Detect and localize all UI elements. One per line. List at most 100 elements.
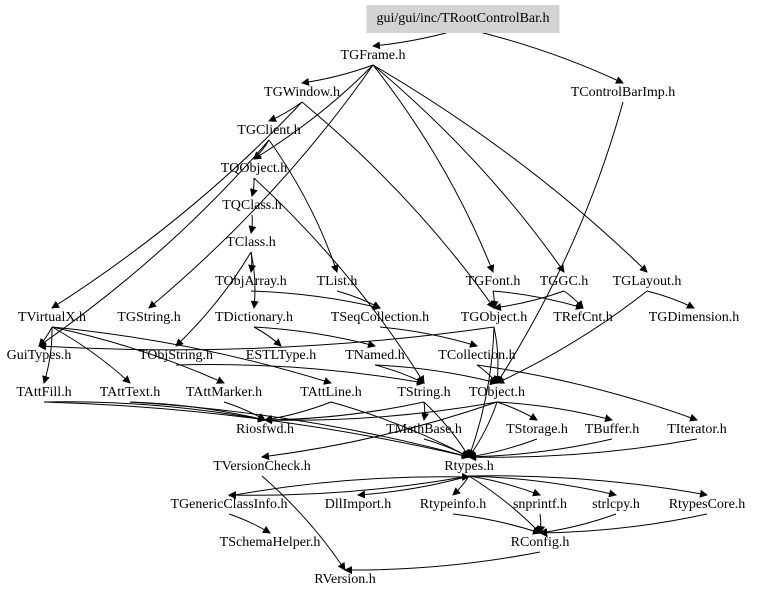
node-tmathbase-h[interactable]: TMathBase.h (386, 422, 462, 437)
edge-tgenericclassinfo-h-to-rtypes-h (228, 472, 470, 497)
edge-strlcpy-h-to-rconfig-h (539, 513, 617, 536)
node-riosfwd-h[interactable]: Riosfwd.h (236, 422, 294, 437)
node-tgstring-h[interactable]: TGString.h (117, 310, 181, 325)
node-tattfill-h[interactable]: TAttFill.h (16, 385, 72, 400)
edge-tglayout-h-to-tgdimension-h (646, 290, 695, 309)
edge-tatttext-h-to-rtypes-h (129, 401, 470, 460)
edge-tdictionary-h-to-estltype-h (253, 326, 282, 347)
edge-tattmarker-h-to-riosfwd-h (223, 401, 266, 421)
node-tggc-h[interactable]: TGGC.h (539, 274, 589, 289)
node-tvirtualx-h[interactable]: TVirtualX.h (18, 310, 86, 325)
node-tqobject-h[interactable]: TQObject.h (220, 161, 288, 176)
node-tattmarker-h[interactable]: TAttMarker.h (185, 385, 263, 400)
edge-tlist-h-to-tseqcollection-h (336, 290, 381, 309)
edge-tgframe-h-to-tgwindow-h (301, 64, 374, 86)
edge-tgfont-h-to-trefcnt-h (492, 290, 584, 310)
edge-tvirtualx-h-to-guitypes-h (38, 326, 53, 347)
node-tqclass-h[interactable]: TQClass.h (222, 198, 282, 213)
node-tgdimension-h[interactable]: TGDimension.h (648, 310, 740, 325)
edge-rtypes-h-to-rconfig-h (468, 475, 541, 534)
edge-rconfig-h-to-rversion-h (344, 551, 541, 575)
edge-tcollection-h-to-titerator-h (476, 364, 698, 422)
edge-tmathbase-h-to-rtypes-h (423, 438, 470, 458)
edge-tvirtualx-h-to-tattline-h (51, 326, 332, 385)
node-tclass-h[interactable]: TClass.h (226, 235, 276, 250)
node-tobject-h[interactable]: TObject.h (468, 385, 526, 400)
node-titerator-h[interactable]: TIterator.h (667, 422, 727, 437)
edge-tobjarray-h-to-tseqcollection-h (250, 290, 381, 311)
edge-tclass-h-to-tdictionary-h (250, 251, 259, 309)
node-rversion-h[interactable]: RVersion.h (314, 572, 376, 587)
edge-tobject-h-to-tstorage-h (496, 401, 538, 421)
edge-tgclient-h-to-tlist-h (268, 139, 339, 273)
edge-rtypes-h-to-snprintf-h (468, 475, 541, 497)
node-tseqcollection-h[interactable]: TSeqCollection.h (330, 310, 430, 325)
edge-tnamed-h-to-tobject-h (374, 364, 498, 386)
edge-tvirtualx-h-to-tatttext-h (51, 326, 131, 384)
node-tversioncheck-h[interactable]: TVersionCheck.h (213, 459, 311, 474)
edge-tqobject-h-to-tqclass-h (249, 177, 258, 197)
node-tgobject-h[interactable]: TGObject.h (460, 310, 528, 325)
node-tschemahelper-h[interactable]: TSchemaHelper.h (219, 535, 321, 550)
edge-tgframe-h-to-tgfont-h (372, 64, 495, 273)
node-tbuffer-h[interactable]: TBuffer.h (584, 422, 640, 437)
node-tgframe-h[interactable]: TGFrame.h (340, 48, 406, 63)
node-tcontrolbarimp-h[interactable]: TControlBarImp.h (570, 85, 676, 100)
node-snprintf-h[interactable]: snprintf.h (512, 497, 568, 512)
node-tatttext-h[interactable]: TAttText.h (99, 385, 161, 400)
edge-tgwindow-h-to-tgclient-h (268, 101, 303, 122)
node-guitypes-h[interactable]: GuiTypes.h (6, 348, 72, 363)
edge-tnamed-h-to-tstring-h (374, 364, 425, 384)
node-tobjarray-h[interactable]: TObjArray.h (215, 274, 287, 289)
edge-tgfont-h-to-tgobject-h (490, 290, 499, 309)
edge-tobject-h-to-tbuffer-h (496, 401, 613, 423)
node-strlcpy-h[interactable]: strlcpy.h (592, 497, 640, 512)
edge-tggc-h-to-trefcnt-h (563, 290, 584, 309)
node-trefcnt-h[interactable]: TRefCnt.h (553, 310, 613, 325)
node-tnamed-h[interactable]: TNamed.h (345, 348, 405, 363)
node-tgenericclassinfo-h[interactable]: TGenericClassInfo.h (170, 497, 288, 512)
node-tstring-h[interactable]: TString.h (397, 385, 451, 400)
node-rtypeinfo-h[interactable]: Rtypeinfo.h (419, 497, 487, 512)
edge-tgframe-h-to-tggc-h (372, 64, 565, 273)
edge-tgwindow-h-to-tvirtualx-h (51, 101, 303, 309)
node-rconfig-h[interactable]: RConfig.h (510, 535, 570, 550)
node-tgclient-h[interactable]: TGClient.h (237, 123, 301, 138)
edge-rtypes-h-to-tgenericclassinfo-h (228, 475, 470, 500)
edge-tstring-h-to-riosfwd-h (264, 401, 425, 424)
node-tstorage-h[interactable]: TStorage.h (506, 422, 568, 437)
edge-gui-gui-inc-trootcontrolbar-h-to-tcontrolbarimp-h (462, 27, 624, 84)
edge-tgframe-h-to-tglayout-h (372, 64, 648, 273)
node-tdictionary-h[interactable]: TDictionary.h (214, 310, 294, 325)
edge-tgframe-h-to-tgstring-h (148, 64, 374, 309)
edge-tggc-h-to-tgobject-h (493, 290, 565, 312)
node-dllimport-h[interactable]: DllImport.h (324, 497, 392, 512)
edge-rtypes-h-to-dllimport-h (357, 475, 470, 499)
edge-tattfill-h-to-riosfwd-h (43, 401, 266, 423)
edge-tgenericclassinfo-h-to-tschemahelper-h (228, 513, 271, 534)
node-tglayout-h[interactable]: TGLayout.h (612, 274, 682, 289)
node-estltype-h[interactable]: ESTLType.h (245, 348, 317, 363)
node-tobjstring-h[interactable]: TObjString.h (138, 348, 214, 363)
edge-tobjstring-h-to-tstring-h (175, 364, 425, 386)
node-tgfont-h[interactable]: TGFont.h (465, 274, 521, 289)
edge-tclass-h-to-tobjstring-h (175, 251, 252, 347)
node-gui-gui-inc-trootcontrolbar-h[interactable]: gui/gui/inc/TRootControlBar.h (366, 5, 560, 33)
edge-tgclient-h-to-guitypes-h (38, 139, 270, 347)
node-rtypes-h[interactable]: Rtypes.h (444, 459, 494, 474)
edge-rtypes-h-to-rtypescore-h (468, 475, 708, 498)
edge-tglayout-h-to-tobject-h (496, 290, 648, 384)
node-tcollection-h[interactable]: TCollection.h (438, 348, 516, 363)
node-rtypescore-h[interactable]: RtypesCore.h (668, 497, 746, 512)
edge-tgobject-h-to-guitypes-h (38, 326, 495, 351)
edge-tvirtualx-h-to-tattfill-h (42, 326, 53, 384)
edge-rtypes-h-to-strlcpy-h (468, 475, 617, 498)
edge-tgobject-h-to-rtypes-h (467, 326, 495, 458)
edge-tvirtualx-h-to-tattmarker-h (51, 326, 225, 384)
node-tgwindow-h[interactable]: TGWindow.h (264, 85, 340, 100)
edge-tbuffer-h-to-rtypes-h (468, 438, 613, 461)
node-tattline-h[interactable]: TAttLine.h (300, 385, 362, 400)
edge-tcontrolbarimp-h-to-tobject-h (496, 101, 624, 384)
node-tlist-h[interactable]: TList.h (316, 274, 358, 289)
